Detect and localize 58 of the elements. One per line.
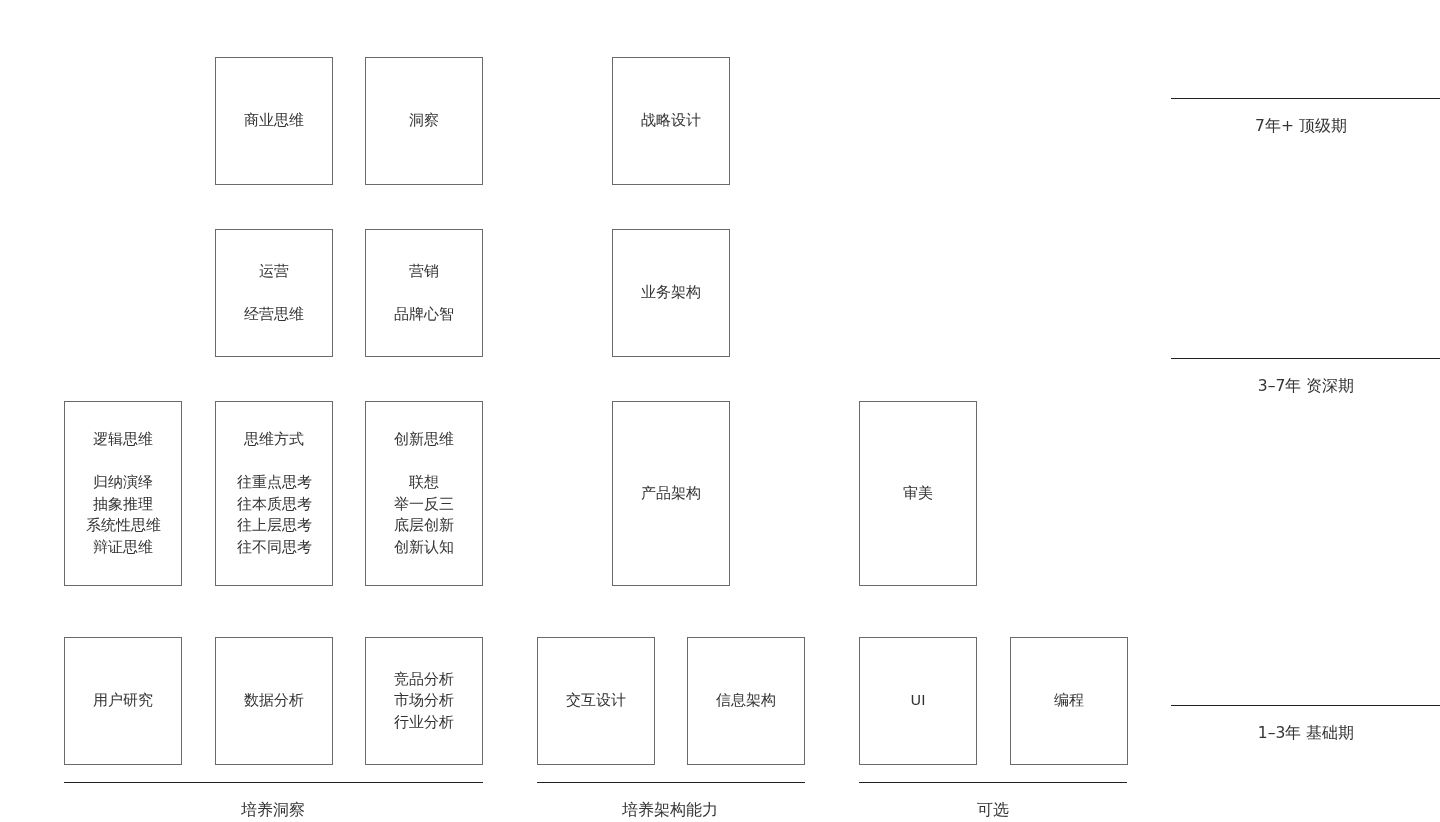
skill-label: 往上层思考 <box>236 516 312 535</box>
skill-box <box>859 401 977 586</box>
skill-label: 编程 <box>1054 691 1084 711</box>
skill-label: 系统性思维 <box>85 516 161 535</box>
skill-label: 数据分析 <box>244 691 304 711</box>
skill-label: 业务架构 <box>641 283 701 303</box>
skill-label: 抽象推理 <box>93 494 153 514</box>
skill-label: 品牌心智 <box>394 304 454 324</box>
skill-label: 竞品分析 <box>394 669 454 689</box>
skill-box <box>612 401 730 586</box>
skill-heading: 运营 <box>259 261 289 281</box>
skill-box <box>365 401 483 586</box>
stage-label: 3–7年 资深期 <box>1257 376 1355 397</box>
skill-label: 商业思维 <box>244 111 304 131</box>
skill-label: 审美 <box>903 483 933 503</box>
skill-label: 市场分析 <box>394 691 454 711</box>
skill-label: 经营思维 <box>244 304 304 324</box>
skill-label: 战略设计 <box>641 111 701 131</box>
skill-label: UI <box>910 691 926 711</box>
skill-box <box>365 637 483 765</box>
group-label: 培养洞察 <box>241 800 305 821</box>
skill-heading: 营销 <box>409 261 439 281</box>
skill-heading: 逻辑思维 <box>93 430 153 449</box>
skill-box <box>859 637 977 765</box>
stage-label: 7年+ 顶级期 <box>1255 116 1347 137</box>
skill-label: 信息架构 <box>716 691 776 711</box>
skill-box <box>612 57 730 185</box>
skill-label: 举一反三 <box>394 494 454 514</box>
skill-label: 行业分析 <box>394 712 454 732</box>
skill-box <box>215 637 333 765</box>
skill-box <box>365 229 483 357</box>
skill-box <box>64 401 182 586</box>
skill-box <box>612 229 730 357</box>
stage-label: 1–3年 基础期 <box>1257 723 1355 744</box>
skill-label: 辩证思维 <box>93 537 153 557</box>
skill-label: 底层创新 <box>394 516 454 535</box>
skill-box <box>687 637 805 765</box>
skill-label: 用户研究 <box>93 691 153 711</box>
skill-box <box>215 229 333 357</box>
skill-label: 往重点思考 <box>236 473 312 492</box>
skill-label: 洞察 <box>409 111 439 131</box>
skill-box <box>64 637 182 765</box>
skill-label: 交互设计 <box>566 691 626 711</box>
skill-box <box>215 57 333 185</box>
skill-label: 产品架构 <box>641 483 701 503</box>
skill-label: 归纳演绎 <box>93 473 153 492</box>
skill-label: 往不同思考 <box>236 537 312 557</box>
skill-heading: 思维方式 <box>244 430 304 449</box>
skill-label: 创新认知 <box>394 537 454 557</box>
skill-box <box>215 401 333 586</box>
skill-box <box>537 637 655 765</box>
group-label: 培养架构能力 <box>622 800 718 821</box>
skill-label: 往本质思考 <box>236 494 312 514</box>
skill-label: 联想 <box>409 473 439 492</box>
skill-heading: 创新思维 <box>394 430 454 449</box>
skill-box <box>1010 637 1128 765</box>
group-label: 可选 <box>977 800 1009 821</box>
skill-box <box>365 57 483 185</box>
